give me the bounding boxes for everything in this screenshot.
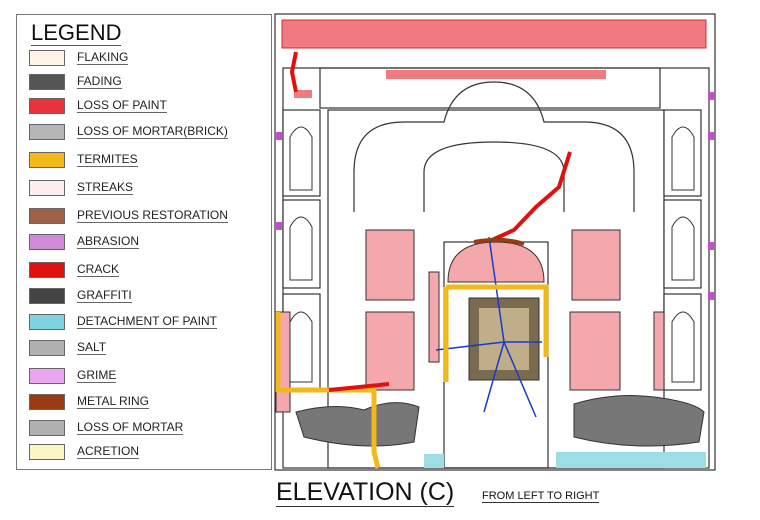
legend-swatch xyxy=(29,208,65,224)
legend-item: LOSS OF MORTAR(BRICK) xyxy=(29,123,228,141)
legend-label: LOSS OF MORTAR xyxy=(77,420,184,435)
legend-item: SALT xyxy=(29,339,107,357)
legend-item: METAL RING xyxy=(29,393,150,411)
legend-label: DETACHMENT OF PAINT xyxy=(77,314,218,329)
legend-label: FADING xyxy=(77,74,122,89)
legend-label: GRAFFITI xyxy=(77,288,132,303)
legend-label: GRIME xyxy=(77,368,117,383)
left-niches xyxy=(282,109,702,391)
legend-swatch xyxy=(29,124,65,140)
legend-label: FLAKING xyxy=(77,50,129,65)
legend-item: FLAKING xyxy=(29,49,129,67)
legend-swatch xyxy=(29,314,65,330)
legend-label: METAL RING xyxy=(77,394,150,409)
legend-swatch xyxy=(29,340,65,356)
central-arch xyxy=(353,81,635,212)
legend-panel: LEGEND FLAKING FADING LOSS OF PAINT LOSS OF… xyxy=(16,14,272,470)
elevation-subtitle: FROM LEFT TO RIGHT xyxy=(482,490,600,503)
graffiti-right xyxy=(573,395,705,447)
legend-swatch xyxy=(29,234,65,250)
legend-swatch xyxy=(29,98,65,114)
legend-item: LOSS OF PAINT xyxy=(29,97,167,115)
legend-swatch xyxy=(29,288,65,304)
legend-swatch xyxy=(29,152,65,168)
termites-door xyxy=(443,284,549,382)
legend-label: STREAKS xyxy=(77,180,134,195)
legend-swatch xyxy=(29,420,65,436)
legend-item: GRAFFITI xyxy=(29,287,132,305)
crack-center xyxy=(491,151,572,242)
crack-top xyxy=(289,51,298,93)
graffiti-left xyxy=(295,402,420,447)
legend-swatch xyxy=(29,180,65,196)
termites-left xyxy=(277,387,381,469)
legend-title: LEGEND xyxy=(31,20,122,46)
legend-label: CRACK xyxy=(77,262,120,277)
legend-swatch xyxy=(29,74,65,90)
outer-frame xyxy=(274,13,716,471)
legend-label: PREVIOUS RESTORATION xyxy=(77,208,228,223)
legend-item: ABRASION xyxy=(29,233,140,251)
legend-label: TERMITES xyxy=(77,152,138,167)
legend-item: ACRETION xyxy=(29,443,140,461)
legend-label: LOSS OF PAINT xyxy=(77,98,167,113)
legend-swatch xyxy=(29,50,65,66)
legend-label: SALT xyxy=(77,340,107,355)
loss-of-paint-top-band xyxy=(281,19,707,49)
legend-item: FADING xyxy=(29,73,122,91)
legend-swatch xyxy=(29,368,65,384)
legend-label: ACRETION xyxy=(77,444,140,459)
legend-swatch xyxy=(29,262,65,278)
legend-item: STREAKS xyxy=(29,179,134,197)
legend-item: GRIME xyxy=(29,367,117,385)
legend-swatch xyxy=(29,394,65,410)
legend-label: ABRASION xyxy=(77,234,140,249)
legend-item: DETACHMENT OF PAINT xyxy=(29,313,218,331)
legend-item: TERMITES xyxy=(29,151,138,169)
elevation-title: ELEVATION (C) xyxy=(276,478,455,507)
legend-item: PREVIOUS RESTORATION xyxy=(29,207,228,225)
legend-swatch xyxy=(29,444,65,460)
legend-label: LOSS OF MORTAR(BRICK) xyxy=(77,124,228,139)
legend-item: CRACK xyxy=(29,261,120,279)
elevation-drawing xyxy=(274,13,716,471)
legend-item: LOSS OF MORTAR xyxy=(29,419,184,437)
